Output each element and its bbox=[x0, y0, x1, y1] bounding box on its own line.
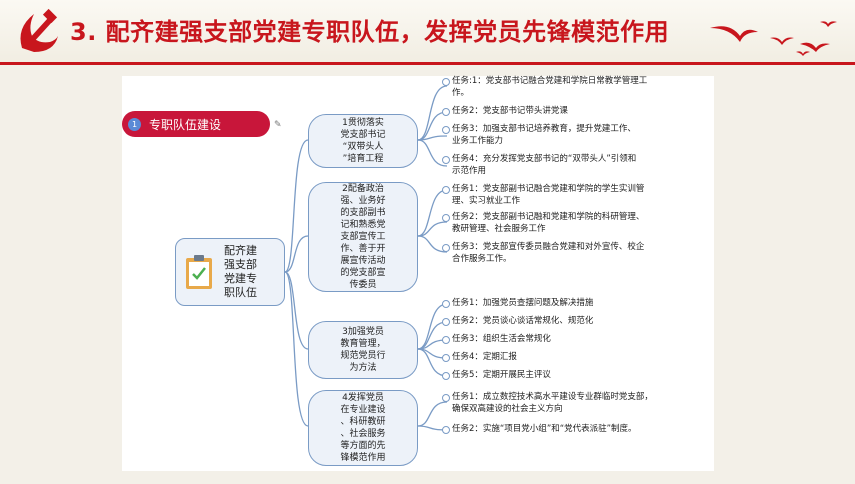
bullet-icon bbox=[442, 156, 450, 164]
task-item[interactable]: 任务4：充分发挥党支部书记的“双带头人”引领和示范作用 bbox=[442, 154, 642, 177]
branch-node-3[interactable]: 3加强党员 教育管理， 规范党员行 为方法 bbox=[308, 321, 418, 379]
connector-lines bbox=[284, 85, 448, 431]
bullet-icon bbox=[442, 78, 450, 86]
bullet-icon bbox=[442, 318, 450, 326]
bullet-icon bbox=[442, 426, 450, 434]
root-node[interactable]: 配齐建 强支部 党建专 职队伍 bbox=[175, 238, 285, 306]
branch-node-2[interactable]: 2配备政治 强、业务好 的支部副书 记和熟悉党 支部宣传工 作、善于开 展宣传活… bbox=[308, 182, 418, 292]
task-item[interactable]: 任务2：实施“项目党小组”和“党代表派驻”制度。 bbox=[442, 424, 712, 436]
task-text: 任务2：党员谈心谈话常规化、规范化 bbox=[452, 316, 594, 326]
task-text: 任务3：加强支部书记培养教育，提升党建工作、业务工作能力 bbox=[452, 124, 636, 146]
bullet-icon bbox=[442, 244, 450, 252]
mindmap-panel: 1 专职队伍建设 ✎ 配齐建 强支部 党建专 职队伍 1贯彻落实 党支部书记 “… bbox=[122, 76, 714, 471]
branch-label: 4发挥党员 在专业建设 、科研教研 、社会服务 等方面的先 锋模范作用 bbox=[340, 393, 386, 463]
bullet-icon bbox=[442, 354, 450, 362]
page-title: 3. 配齐建强支部党建专职队伍，发挥党员先锋模范作用 bbox=[70, 18, 670, 46]
header-band bbox=[0, 0, 855, 64]
branch-label: 3加强党员 教育管理， 规范党员行 为方法 bbox=[340, 327, 386, 373]
task-item[interactable]: 任务2：党支部书记带头讲党课 bbox=[442, 106, 712, 118]
task-item[interactable]: 任务2：党员谈心谈话常规化、规范化 bbox=[442, 316, 712, 328]
task-item[interactable]: 任务3：加强支部书记培养教育，提升党建工作、业务工作能力 bbox=[442, 124, 637, 147]
party-emblem-icon bbox=[20, 8, 58, 52]
task-text: 任务5：定期开展民主评议 bbox=[452, 370, 551, 380]
bullet-icon bbox=[442, 186, 450, 194]
tag-label: 专职队伍建设 bbox=[149, 117, 222, 132]
task-text: 任务2：党支部书记带头讲党课 bbox=[452, 106, 568, 116]
task-item[interactable]: 任务:1：党支部书记融合党建和学院日常教学管理工作。 bbox=[442, 76, 652, 99]
branch-label: 2配备政治 强、业务好 的支部副书 记和熟悉党 支部宣传工 作、善于开 展宣传活… bbox=[340, 184, 386, 290]
branch-node-1[interactable]: 1贯彻落实 党支部书记 “双带头人 ”培育工程 bbox=[308, 114, 418, 168]
bullet-icon bbox=[442, 108, 450, 116]
clipboard-check-icon bbox=[184, 254, 214, 290]
bullet-icon bbox=[442, 126, 450, 134]
task-item[interactable]: 任务1：党支部副书记融合党建和学院的学生实训管理、实习就业工作 bbox=[442, 184, 652, 207]
edit-icon[interactable]: ✎ bbox=[274, 120, 282, 130]
bullet-icon bbox=[442, 300, 450, 308]
header-divider bbox=[0, 62, 855, 65]
task-item[interactable]: 任务5：定期开展民主评议 bbox=[442, 370, 712, 382]
task-item[interactable]: 任务3：党支部宣传委员融合党建和对外宣传、校企合作服务工作。 bbox=[442, 242, 652, 265]
task-text: 任务1：成立数控技术高水平建设专业群临时党支部，确保双高建设的社会主义方向 bbox=[452, 392, 653, 414]
task-item[interactable]: 任务1：成立数控技术高水平建设专业群临时党支部，确保双高建设的社会主义方向 bbox=[442, 392, 657, 415]
bullet-icon bbox=[442, 336, 450, 344]
task-text: 任务3：组织生活会常规化 bbox=[452, 334, 551, 344]
branch-node-4[interactable]: 4发挥党员 在专业建设 、科研教研 、社会服务 等方面的先 锋模范作用 bbox=[308, 390, 418, 466]
task-text: 任务2：实施“项目党小组”和“党代表派驻”制度。 bbox=[452, 424, 637, 434]
task-text: 任务4：充分发挥党支部书记的“双带头人”引领和示范作用 bbox=[452, 154, 637, 176]
task-item[interactable]: 任务1：加强党员查摆问题及解决措施 bbox=[442, 298, 712, 310]
task-item[interactable]: 任务4：定期汇报 bbox=[442, 352, 712, 364]
birds-decoration-icon bbox=[710, 21, 837, 56]
root-label: 配齐建 强支部 党建专 职队伍 bbox=[224, 244, 257, 299]
bullet-icon bbox=[442, 372, 450, 380]
task-item[interactable]: 任务2：党支部副书记融和党建和学院的科研管理、教研管理、社会服务工作 bbox=[442, 212, 652, 235]
task-text: 任务:1：党支部书记融合党建和学院日常教学管理工作。 bbox=[452, 76, 648, 98]
topic-tag[interactable]: 1 专职队伍建设 bbox=[122, 111, 270, 137]
task-text: 任务1：加强党员查摆问题及解决措施 bbox=[452, 298, 594, 308]
task-text: 任务2：党支部副书记融和党建和学院的科研管理、教研管理、社会服务工作 bbox=[452, 212, 645, 234]
branch-label: 1贯彻落实 党支部书记 “双带头人 ”培育工程 bbox=[340, 118, 386, 164]
task-text: 任务1：党支部副书记融合党建和学院的学生实训管理、实习就业工作 bbox=[452, 184, 645, 206]
tag-number-badge: 1 bbox=[128, 117, 141, 131]
bullet-icon bbox=[442, 394, 450, 402]
bullet-icon bbox=[442, 214, 450, 222]
task-item[interactable]: 任务3：组织生活会常规化 bbox=[442, 334, 712, 346]
task-text: 任务4：定期汇报 bbox=[452, 352, 517, 362]
task-text: 任务3：党支部宣传委员融合党建和对外宣传、校企合作服务工作。 bbox=[452, 242, 645, 264]
